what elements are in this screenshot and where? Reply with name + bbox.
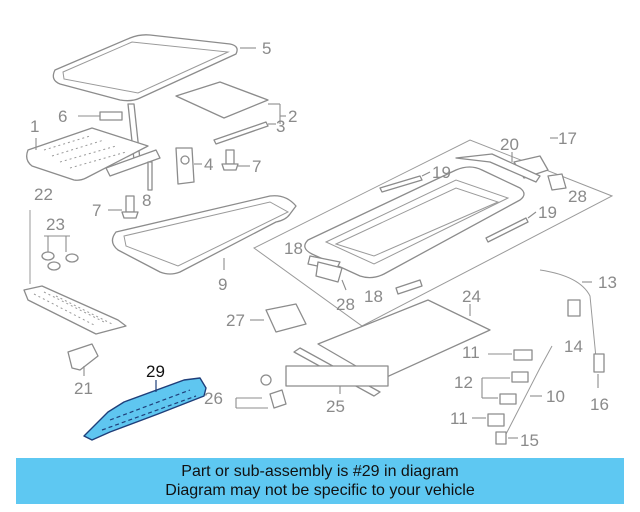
callout-2: 2 <box>288 107 297 126</box>
part-27-motor[interactable] <box>250 303 307 333</box>
part-13-cable[interactable] <box>539 269 597 359</box>
part-9-seal[interactable] <box>111 195 297 275</box>
callout-20: 20 <box>500 135 519 154</box>
callout-16: 16 <box>590 395 609 414</box>
callout-7-upper: 7 <box>252 157 261 176</box>
callout-15: 15 <box>520 431 539 450</box>
part-26-fastener[interactable] <box>235 374 287 409</box>
callout-28-right: 28 <box>568 187 587 206</box>
part-19-arm-lower[interactable] <box>485 211 537 243</box>
callout-4: 4 <box>204 155 213 174</box>
callout-11-upper: 11 <box>462 343 480 362</box>
callout-7-lower: 7 <box>92 201 101 220</box>
part-2-panel[interactable] <box>175 81 286 124</box>
banner-line-1: Part or sub-assembly is #29 in diagram <box>181 463 459 480</box>
part-8-rod[interactable] <box>147 161 153 191</box>
callout-19-upper: 19 <box>432 163 451 182</box>
part-23-clips[interactable] <box>41 235 79 271</box>
callout-28-left: 28 <box>336 295 355 314</box>
callout-14: 14 <box>564 337 583 356</box>
part-18-slider-bottom[interactable] <box>395 279 423 295</box>
part-22-deflector-seal[interactable] <box>23 210 127 335</box>
callout-6: 6 <box>58 107 67 126</box>
callout-13: 13 <box>598 273 617 292</box>
frame-inner <box>304 153 541 279</box>
part-25-bar[interactable] <box>285 365 389 394</box>
callout-25: 25 <box>326 397 345 416</box>
part-16-connector[interactable] <box>593 353 605 388</box>
callout-12: 12 <box>454 373 473 392</box>
callout-21: 21 <box>74 379 93 398</box>
part-14-clip[interactable] <box>567 299 581 317</box>
part-19-arm-upper[interactable] <box>379 171 431 193</box>
callout-18-bottom: 18 <box>364 287 383 306</box>
info-banner: Part or sub-assembly is #29 in diagram D… <box>16 458 624 504</box>
part-3-strip[interactable] <box>213 121 276 145</box>
callout-3: 3 <box>276 117 285 136</box>
part-28-motor-left[interactable] <box>315 261 347 291</box>
banner-line-2: Diagram may not be specific to your vehi… <box>165 482 475 499</box>
part-7-bolt-lower[interactable] <box>108 195 139 219</box>
part-10-drain-tube[interactable] <box>503 345 553 439</box>
part-28-motor-right[interactable] <box>547 173 567 191</box>
callout-27: 27 <box>226 311 245 330</box>
part-21-bracket[interactable] <box>67 343 99 376</box>
part-1-deflector[interactable] <box>26 127 161 181</box>
callout-1: 1 <box>30 117 39 136</box>
callout-11-lower: 11 <box>450 409 468 428</box>
part-4-bracket[interactable] <box>175 147 202 185</box>
callout-10: 10 <box>546 387 565 406</box>
callout-26: 26 <box>204 389 223 408</box>
callout-17: 17 <box>558 129 577 148</box>
part-11-clip-upper[interactable] <box>488 349 533 361</box>
part-11-clip-lower[interactable] <box>472 413 505 427</box>
callout-22: 22 <box>34 185 53 204</box>
callout-8: 8 <box>142 191 151 210</box>
callout-29: 29 <box>146 362 165 381</box>
part-15-end-fitting[interactable] <box>495 431 518 445</box>
part-5-glass-panel[interactable] <box>52 34 256 102</box>
callout-18-left: 18 <box>284 239 303 258</box>
callout-19-lower: 19 <box>538 203 557 222</box>
part-29-highlighted[interactable] <box>83 377 207 441</box>
callout-23: 23 <box>46 215 65 234</box>
callout-9: 9 <box>218 275 227 294</box>
part-7-bolt-upper[interactable] <box>221 149 250 171</box>
callout-24: 24 <box>462 287 481 306</box>
callout-5: 5 <box>262 39 271 58</box>
part-12-clips[interactable] <box>481 371 529 405</box>
part-17-frame-assembly[interactable] <box>253 137 614 327</box>
